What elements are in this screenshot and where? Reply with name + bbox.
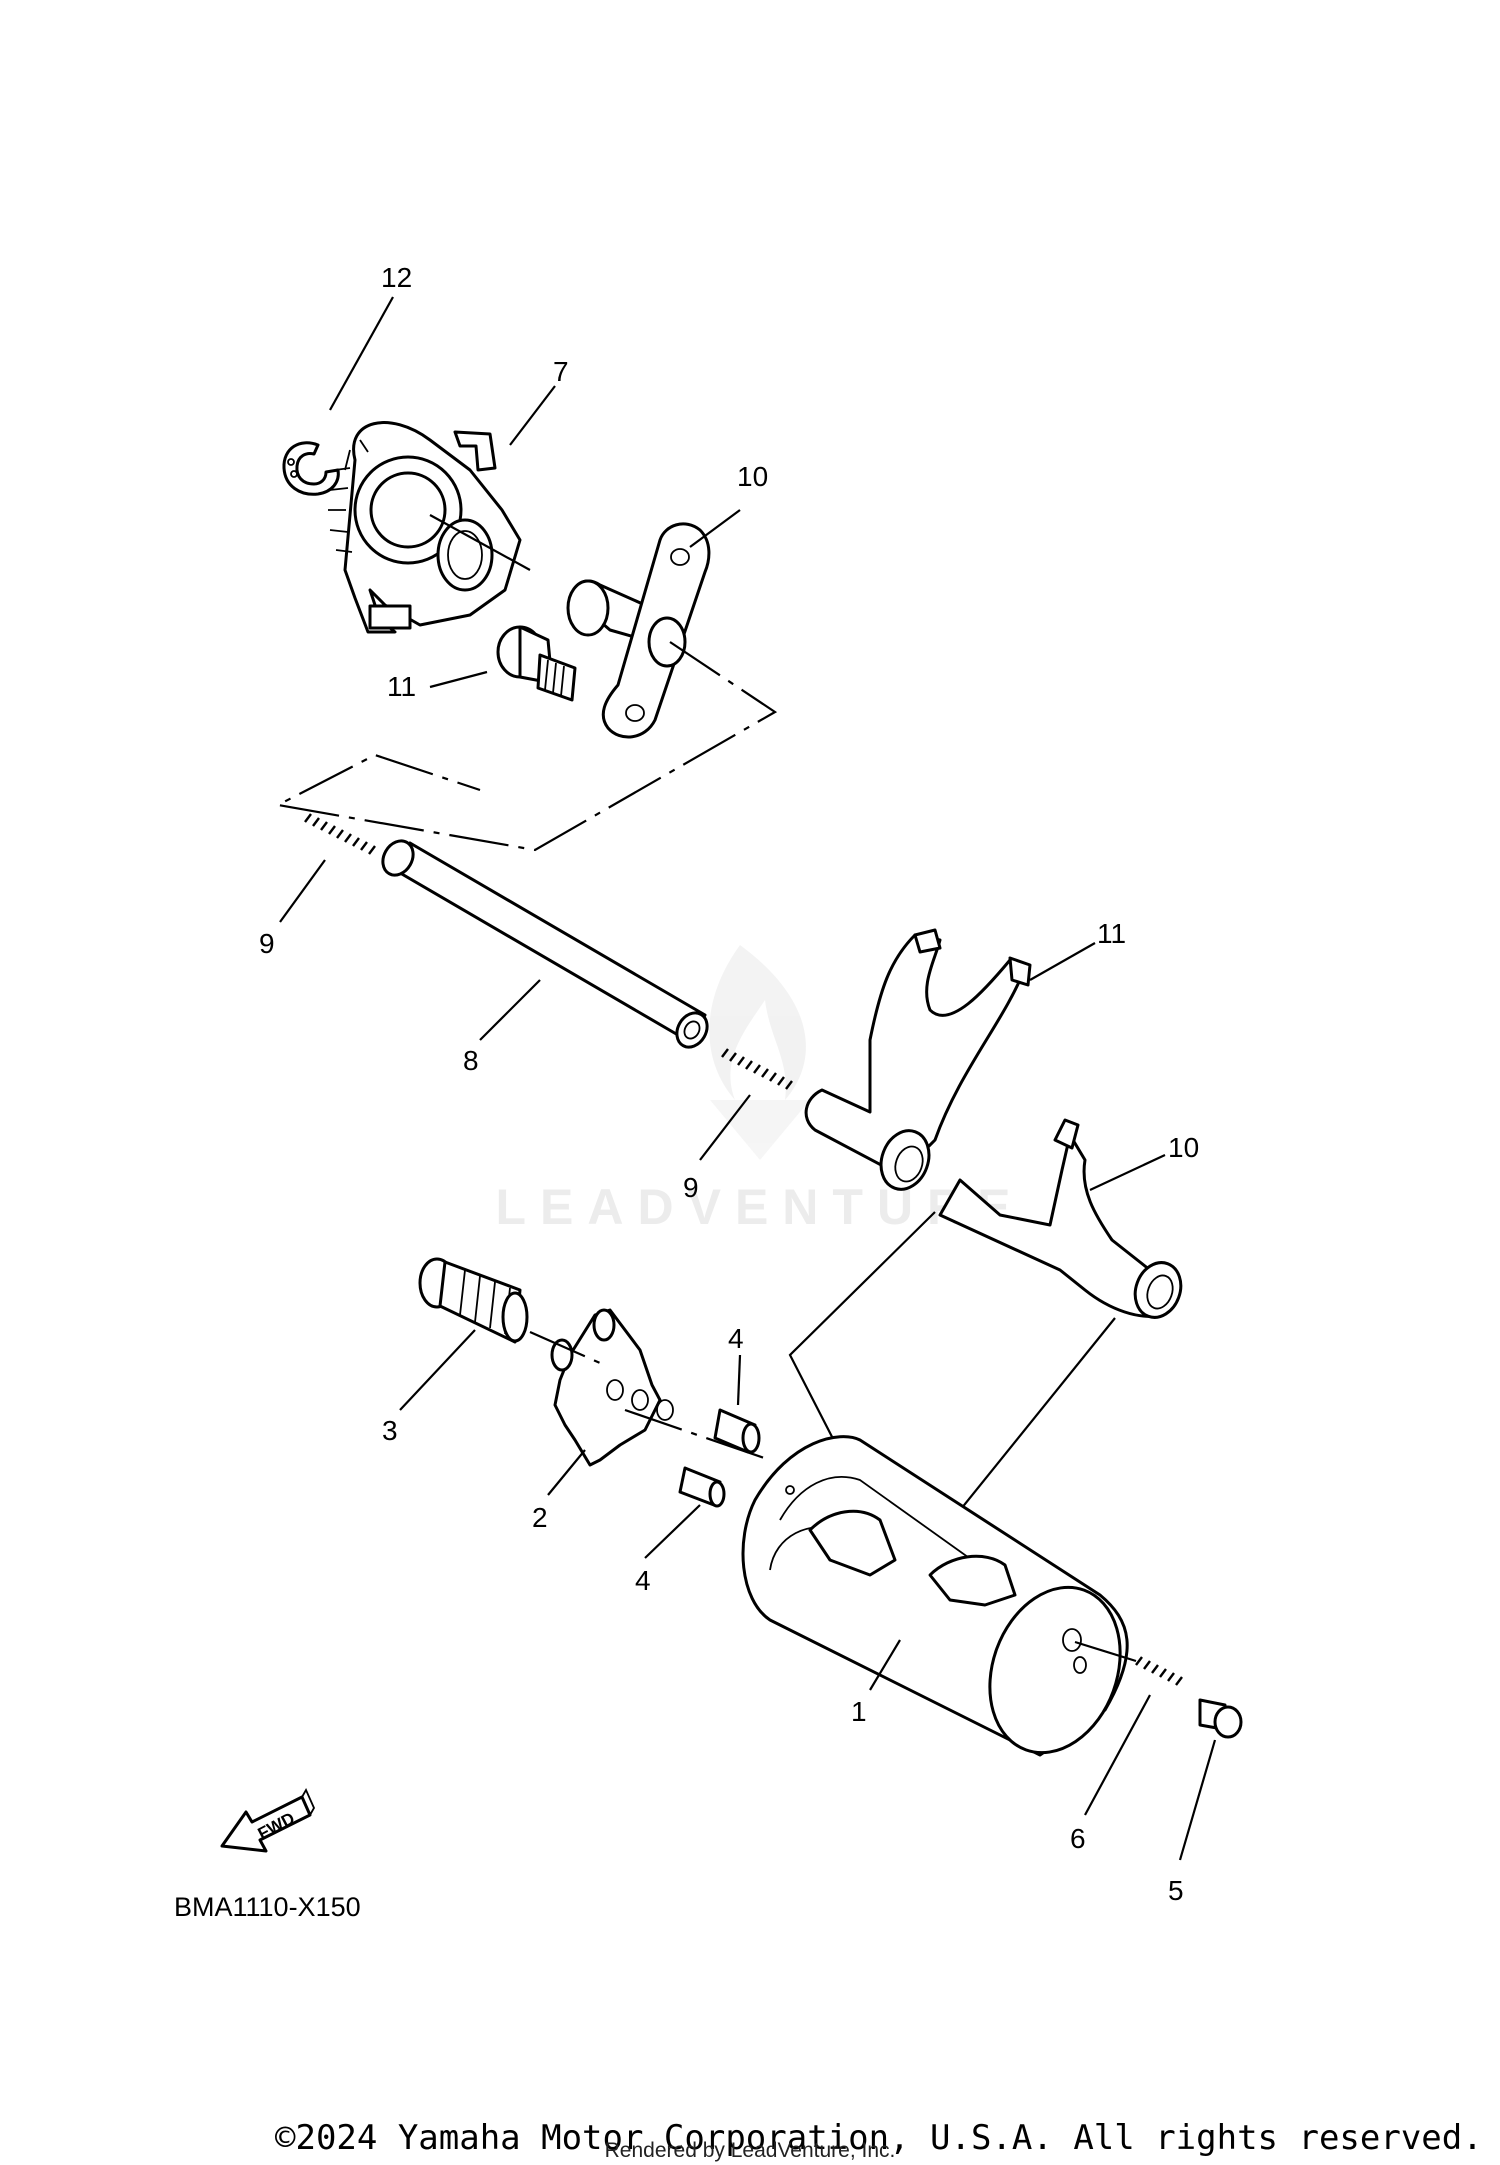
part-6-spring xyxy=(1135,1656,1183,1686)
callout-11: 11 xyxy=(1097,918,1126,949)
assembly-line-upper-1 xyxy=(429,514,531,571)
part-7-shift-guide-gear xyxy=(328,421,522,634)
diagram-code: BMA1110-X150 xyxy=(174,1892,361,1922)
part-13-bolt xyxy=(496,625,577,702)
callout-9-lower: 9 xyxy=(683,1172,699,1203)
part-1-shift-drum xyxy=(741,1435,1129,1757)
assembly-line-drum xyxy=(1074,1640,1137,1663)
callout-8: 8 xyxy=(463,1045,479,1076)
callout-12: 10 xyxy=(737,461,768,492)
part-2-segment xyxy=(550,1308,674,1467)
copyright-notice: ©2024 Yamaha Motor Corporation, U.S.A. A… xyxy=(275,2118,1483,2158)
fwd-arrow-icon: FWD xyxy=(220,1788,316,1853)
callout-14: 12 xyxy=(381,262,412,293)
part-5-pin xyxy=(1198,1698,1243,1739)
rendered-by-notice: Rendered by LeadVenture, Inc. xyxy=(604,2139,896,2162)
part-10-shift-fork xyxy=(938,1118,1183,1319)
part-4-pin-lower xyxy=(678,1466,726,1508)
callout-9-upper: 9 xyxy=(259,928,275,959)
part-9-spring-lower xyxy=(721,1048,793,1090)
callout-13: 11 xyxy=(387,671,416,702)
part-4-pin-upper xyxy=(713,1408,761,1454)
callout-5: 5 xyxy=(1168,1875,1184,1906)
part-14-circlip xyxy=(282,441,340,496)
callout-6: 6 xyxy=(1070,1823,1086,1854)
assembly-line-upper-2 xyxy=(274,641,778,852)
assembly-line-segment xyxy=(529,1330,771,1462)
part-3-screw xyxy=(418,1257,529,1344)
assembly-line-fork-10 xyxy=(939,1317,1116,1536)
part-12-shift-arm xyxy=(566,522,711,739)
leadventure-watermark: LEADVENTURE xyxy=(495,1179,1025,1235)
callout-4-upper: 4 xyxy=(728,1323,744,1354)
callout-10: 10 xyxy=(1168,1132,1199,1163)
callout-7: 7 xyxy=(553,356,569,387)
callout-4-lower: 4 xyxy=(635,1565,651,1596)
part-9-spring-upper xyxy=(304,813,376,855)
part-11-shift-fork xyxy=(804,928,1032,1191)
callout-1: 1 xyxy=(851,1696,867,1727)
leader-lines xyxy=(279,296,1217,1861)
callout-2: 2 xyxy=(532,1502,548,1533)
part-8-shift-guide-shaft xyxy=(381,839,709,1049)
callout-3: 3 xyxy=(382,1415,398,1446)
